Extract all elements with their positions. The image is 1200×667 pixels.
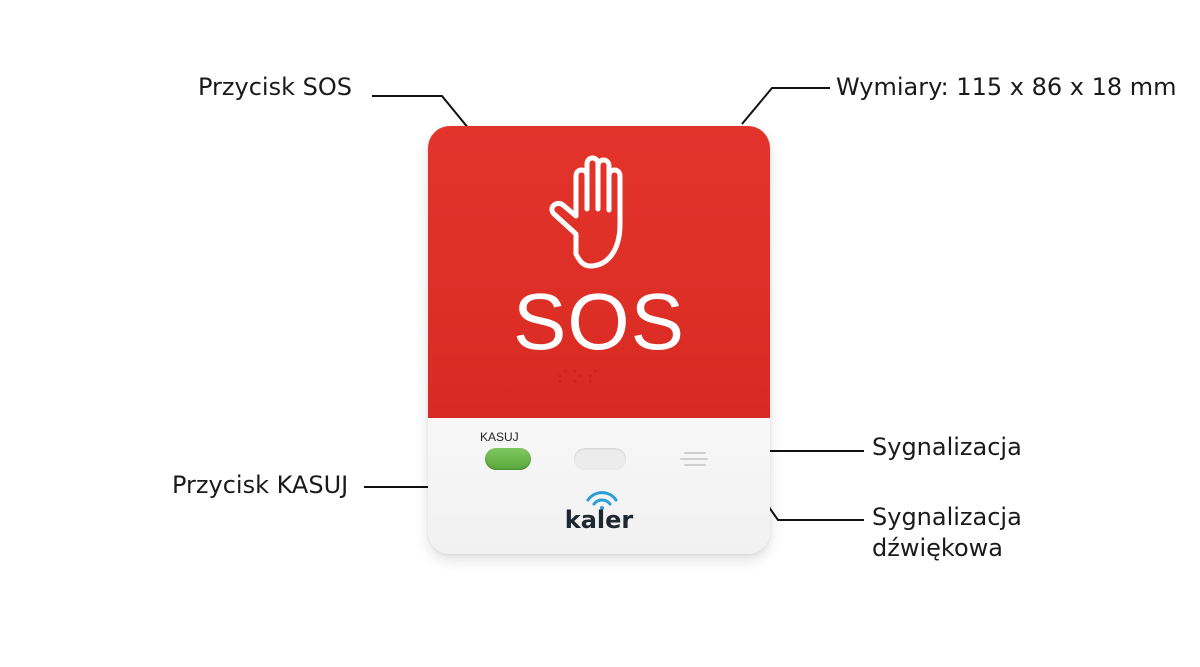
- speaker-grille: [678, 448, 714, 472]
- wireless-icon: [586, 491, 618, 510]
- control-panel: [428, 418, 770, 554]
- hand-icon: [549, 155, 623, 269]
- leader-dimensions: [741, 87, 830, 125]
- reset-button[interactable]: [485, 448, 531, 470]
- sos-label: SOS: [513, 277, 685, 366]
- status-led: [574, 448, 626, 470]
- callout-dimensions: Wymiary: 115 x 86 x 18 mm: [836, 73, 1177, 101]
- brand-logo: kaler: [564, 506, 634, 534]
- sos-device: SOS ⠎⠕⠎ KASUJ kaler: [428, 126, 770, 554]
- callout-signaling: Sygnalizacja: [872, 433, 1022, 461]
- braille-marking: ⠎⠕⠎: [556, 368, 602, 389]
- leader-sos-button: [372, 95, 479, 141]
- callout-reset-button: Przycisk KASUJ: [172, 471, 349, 499]
- sos-button-panel[interactable]: SOS ⠎⠕⠎: [428, 126, 770, 418]
- callout-sound-signaling: Sygnalizacja dźwiękowa: [872, 503, 1022, 563]
- callout-sos-button: Przycisk SOS: [198, 73, 352, 101]
- reset-label: KASUJ: [480, 430, 519, 444]
